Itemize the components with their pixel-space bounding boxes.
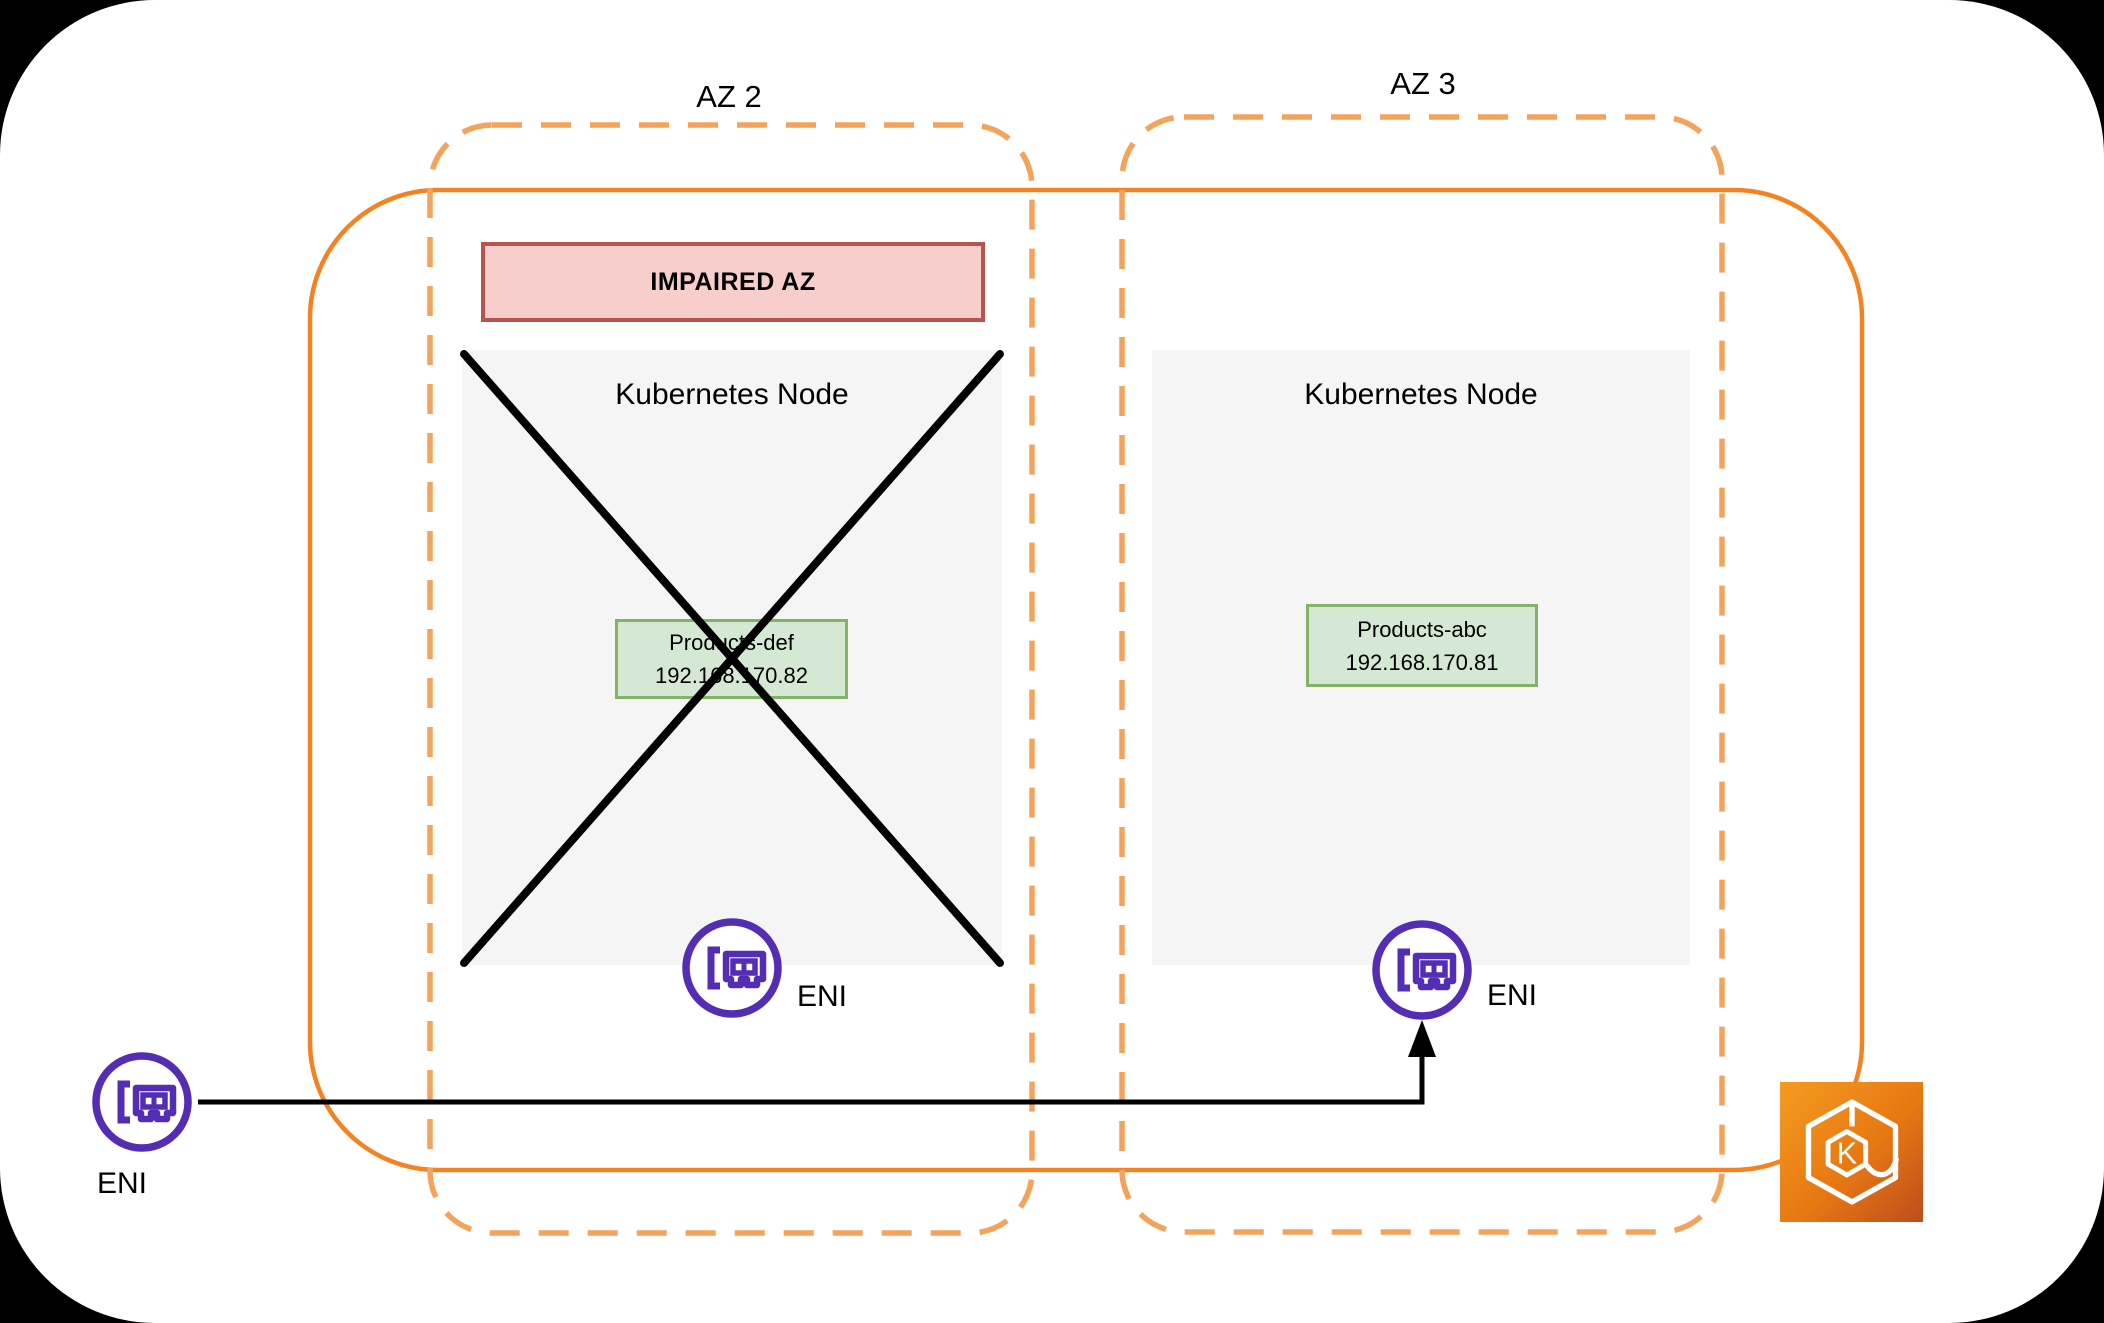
- az2-label: AZ 2: [696, 79, 762, 114]
- eni-icon: [682, 918, 782, 1018]
- pod-products-def: Products-def 192.168.170.82: [615, 619, 848, 699]
- impaired-az-banner-text: IMPAIRED AZ: [650, 267, 816, 296]
- eni-label: ENI: [1487, 979, 1538, 1012]
- pod-name: Products-def: [669, 630, 794, 655]
- kubernetes-node-title: Kubernetes Node: [615, 378, 849, 411]
- eks-icon: K: [1780, 1082, 1923, 1222]
- az3-label: AZ 3: [1390, 66, 1456, 101]
- eni-reattach-arrow: [198, 1020, 1436, 1105]
- impaired-az-banner: IMPAIRED AZ: [481, 242, 985, 322]
- eni-label: ENI: [97, 1167, 148, 1200]
- eni-icon: [1372, 920, 1472, 1020]
- pod-products-abc: Products-abc 192.168.170.81: [1306, 604, 1538, 687]
- pod-ip: 192.168.170.82: [655, 663, 808, 688]
- pod-ip: 192.168.170.81: [1345, 649, 1499, 675]
- eks-hexagon-icon: K: [1805, 1099, 1899, 1205]
- eks-k-letter: K: [1836, 1136, 1857, 1171]
- eni-icon: [92, 1052, 192, 1152]
- kubernetes-node-title: Kubernetes Node: [1304, 378, 1538, 411]
- eni-label: ENI: [797, 980, 848, 1013]
- pod-name: Products-abc: [1357, 616, 1487, 642]
